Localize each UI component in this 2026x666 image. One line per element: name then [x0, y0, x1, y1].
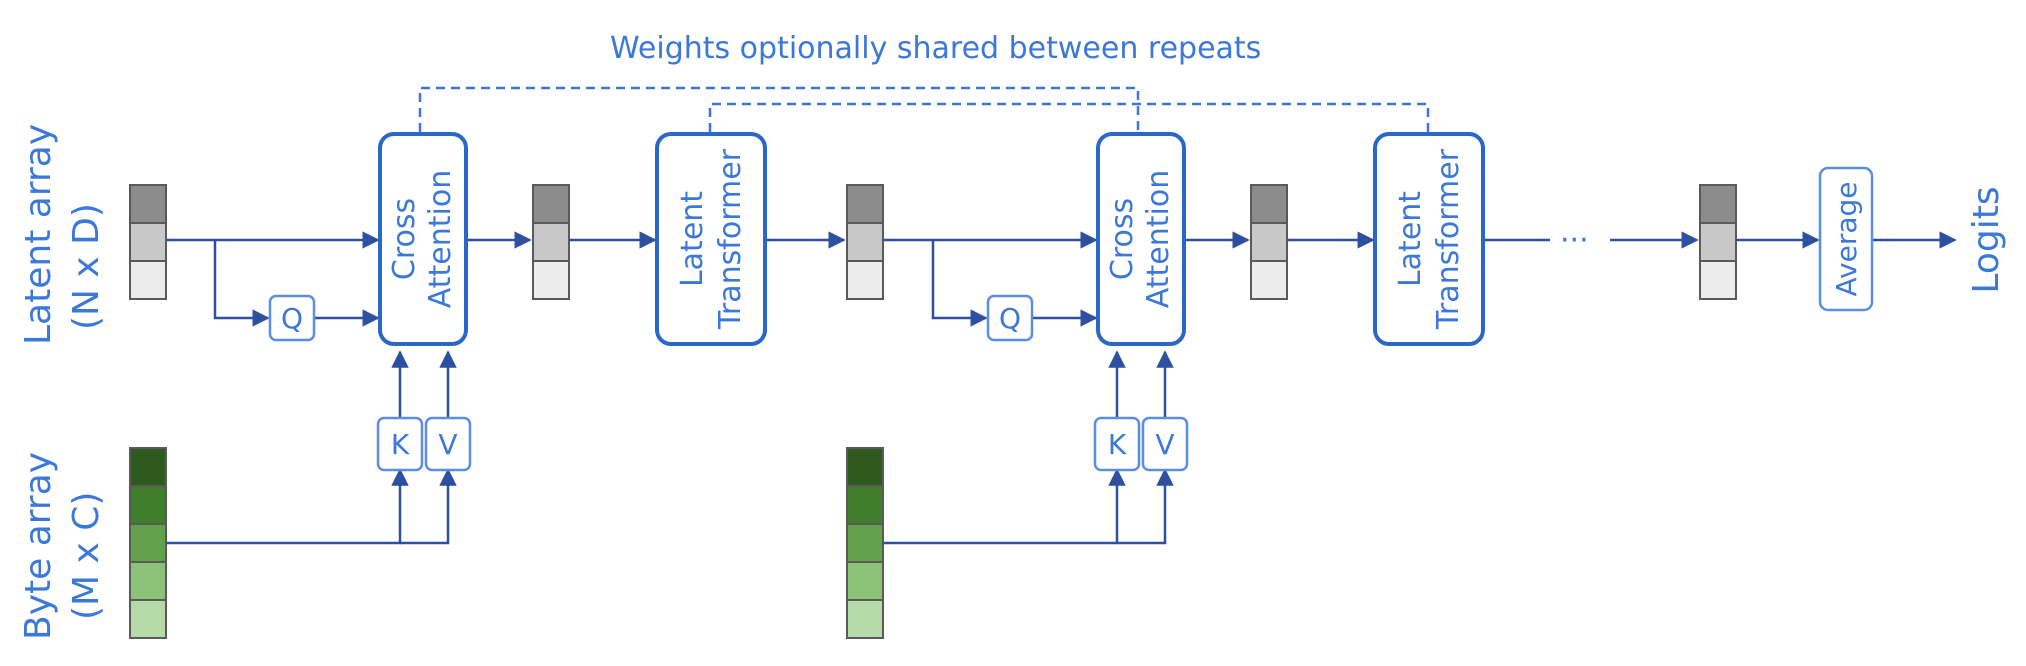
key-box-2: K: [1093, 416, 1141, 472]
average-label: Average: [1830, 182, 1863, 297]
key-label-1: K: [391, 428, 410, 461]
latent-array-4: [1250, 184, 1288, 300]
cross-attention-block-1: Cross Attention: [378, 132, 468, 346]
latent-transformer-label-2b: Transformer: [1431, 148, 1466, 330]
cross-attention-block-2: Cross Attention: [1096, 132, 1186, 346]
cross-attention-label-2b: Attention: [1141, 170, 1176, 308]
logits-label: Logits: [1966, 186, 2007, 293]
query-box-1: Q: [268, 294, 316, 342]
query-box-2: Q: [986, 294, 1034, 342]
wires-repeat-2: [883, 231, 1957, 545]
latent-array-label: Latent array: [18, 124, 59, 345]
average-block: Average: [1818, 166, 1874, 312]
cross-attention-label-2a: Cross: [1105, 198, 1140, 280]
cross-attention-label-1a: Cross: [387, 198, 422, 280]
byte-array-2: [846, 447, 884, 639]
value-label-1: V: [438, 428, 457, 461]
latent-array-2: [532, 184, 570, 300]
latent-array-5: [1699, 184, 1737, 300]
latent-transformer-block-1: Latent Transformer: [655, 132, 767, 346]
latent-transformer-label-1b: Transformer: [713, 148, 748, 330]
ellipsis: ···: [1560, 223, 1589, 258]
wires-repeat-1: [166, 231, 846, 545]
weights-shared-note: Weights optionally shared between repeat…: [610, 31, 1261, 66]
value-box-2: V: [1141, 416, 1189, 472]
key-label-2: K: [1108, 428, 1127, 461]
latent-transformer-label-1a: Latent: [675, 191, 710, 287]
value-label-2: V: [1155, 428, 1174, 461]
byte-array-dims: (M x C): [66, 492, 107, 620]
value-box-1: V: [424, 416, 472, 472]
cross-attention-label-1b: Attention: [423, 170, 458, 308]
latent-transformer-label-2a: Latent: [1393, 191, 1428, 287]
key-box-1: K: [376, 416, 424, 472]
query-label-1: Q: [281, 302, 303, 335]
latent-transformer-block-2: Latent Transformer: [1373, 132, 1485, 346]
byte-array-label: Byte array: [18, 452, 59, 640]
byte-array-1: [129, 447, 167, 639]
latent-array-dims: (N x D): [66, 203, 107, 330]
query-label-2: Q: [999, 302, 1021, 335]
latent-array-3: [846, 184, 884, 300]
latent-array-1: [129, 184, 167, 300]
weight-sharing-links: [418, 86, 1430, 132]
